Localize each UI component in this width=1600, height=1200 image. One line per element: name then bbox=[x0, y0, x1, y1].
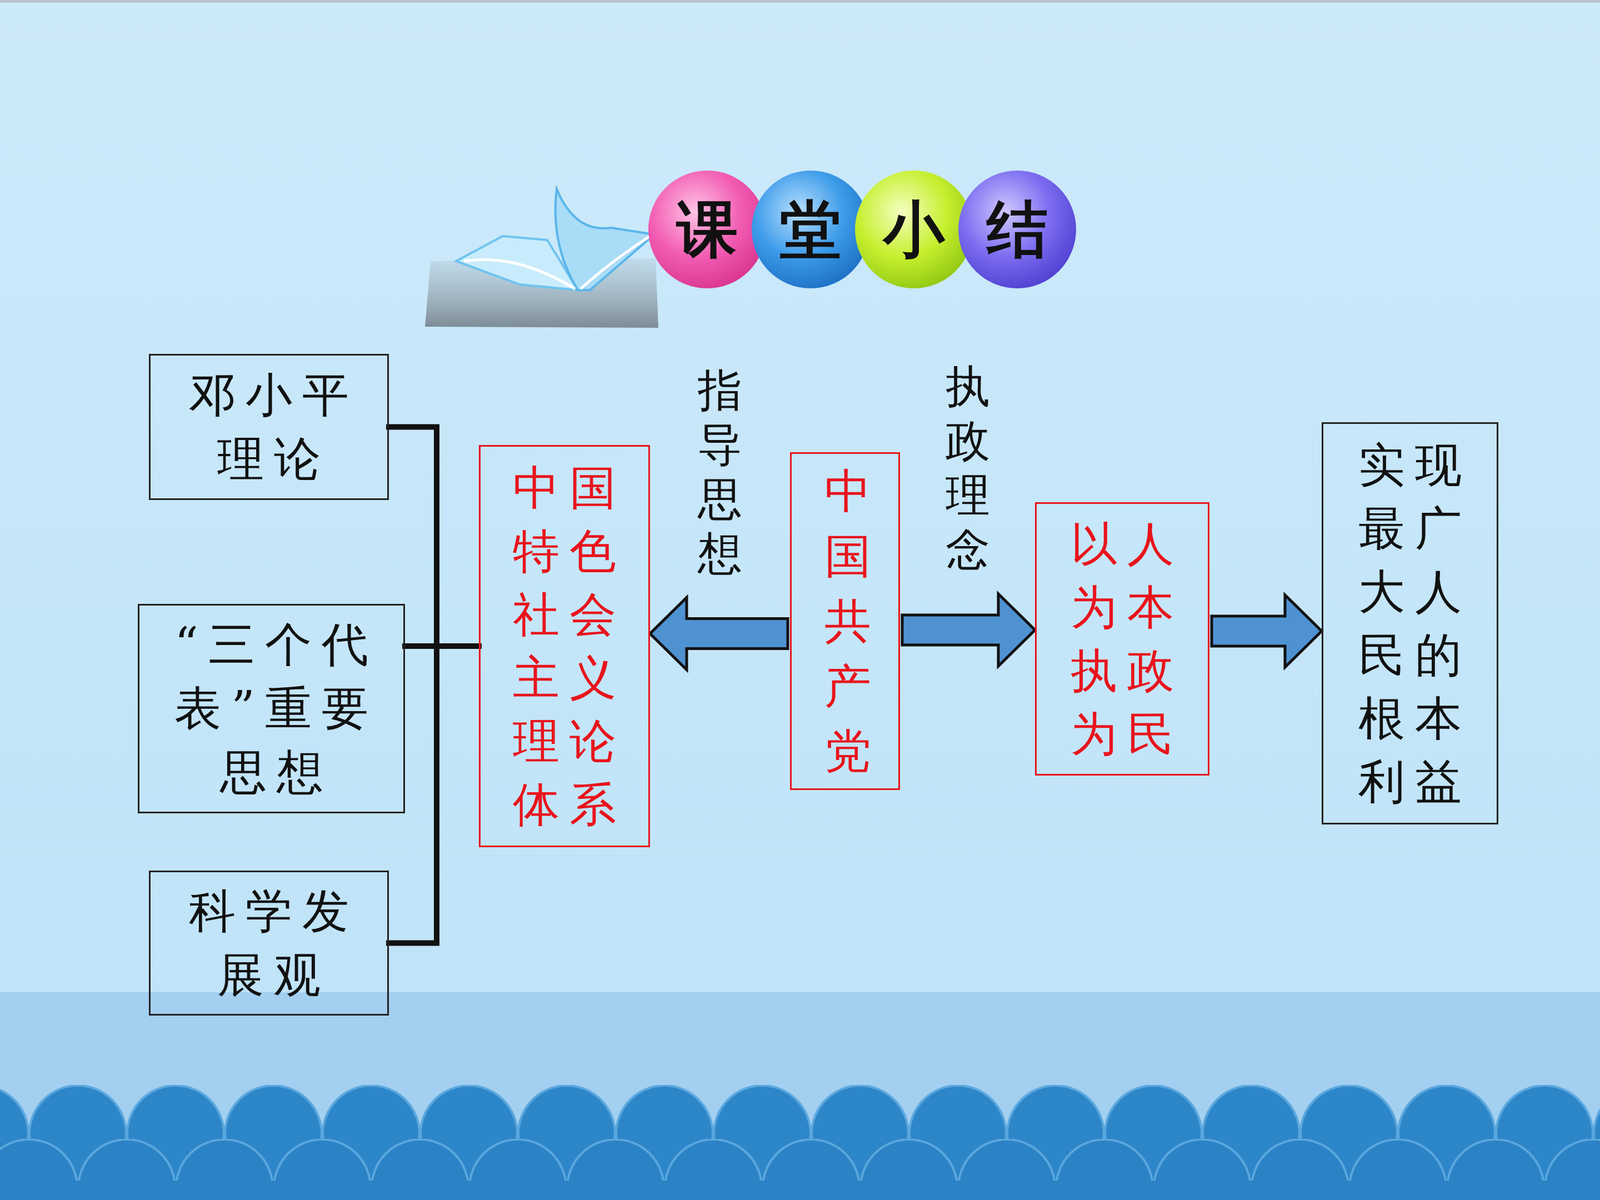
concept-box: “三个代 表”重要 思想 bbox=[137, 603, 405, 814]
box-text: 实现 最广 大人 民的 根本 利益 bbox=[1347, 433, 1473, 814]
edge-label: 指导思想 bbox=[692, 363, 748, 582]
sea-band bbox=[0, 992, 1600, 1200]
concept-box: 中国共产党 bbox=[790, 452, 900, 790]
wave-base bbox=[0, 1180, 1600, 1200]
slide-title: 课堂小结 bbox=[676, 198, 1090, 260]
book-illustration bbox=[425, 188, 659, 328]
box-text: 科学发 展观 bbox=[177, 879, 361, 1008]
bracket-line bbox=[388, 646, 479, 944]
box-text: 中国 特色 社会 主义 理论 体系 bbox=[502, 456, 627, 837]
edge-label: 执政理念 bbox=[940, 359, 996, 578]
top-rule bbox=[0, 0, 1600, 3]
concept-box: 科学发 展观 bbox=[148, 870, 389, 1016]
concept-box: 邓小平 理论 bbox=[148, 353, 389, 500]
block-arrow bbox=[650, 597, 788, 670]
block-arrow bbox=[902, 593, 1035, 667]
box-text: 以人 为本 执政 为民 bbox=[1060, 512, 1185, 766]
box-text: 邓小平 理论 bbox=[177, 363, 361, 492]
box-text: 中国共产党 bbox=[814, 458, 876, 784]
concept-box: 中国 特色 社会 主义 理论 体系 bbox=[478, 445, 650, 848]
block-arrow bbox=[1211, 595, 1322, 668]
wave-row bbox=[0, 1085, 1600, 1200]
box-text: “三个代 表”重要 思想 bbox=[152, 612, 392, 805]
concept-box: 实现 最广 大人 民的 根本 利益 bbox=[1321, 422, 1499, 825]
concept-box: 以人 为本 执政 为民 bbox=[1035, 502, 1210, 776]
bracket-line bbox=[388, 427, 479, 647]
wave-row bbox=[0, 1138, 1600, 1200]
